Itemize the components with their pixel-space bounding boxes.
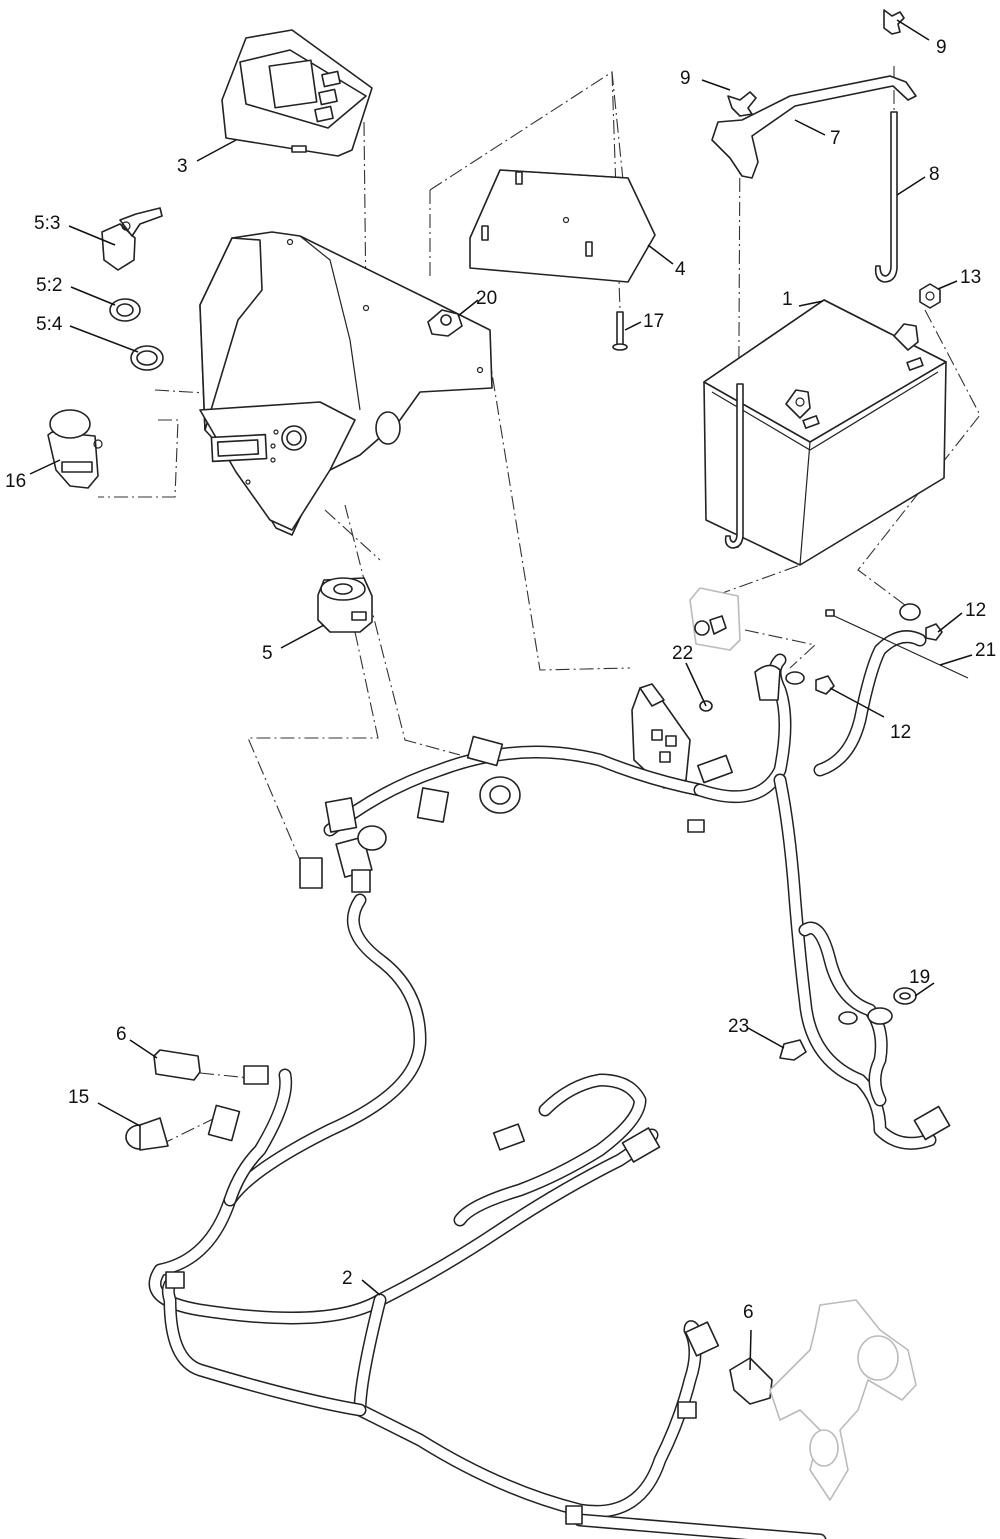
- washer-19: [893, 987, 917, 1005]
- cable-tie: [825, 609, 969, 679]
- callout-8: 8: [929, 164, 940, 185]
- callout-5-4: 5:4: [36, 314, 63, 335]
- callout-1: 1: [782, 289, 793, 310]
- ghost-solenoid: [689, 587, 741, 651]
- bolt-20: [427, 309, 463, 337]
- callout-9-top: 9: [936, 37, 947, 58]
- callout-23: 23: [728, 1016, 749, 1037]
- callout-labels: 1 2 3 4 5 5:2 5:3 5:4 6 6 7 8 9 9 12 12 …: [5, 37, 996, 1323]
- key-nut: [109, 298, 141, 322]
- wing-nut-top: [883, 9, 905, 35]
- ignition-key: [101, 207, 163, 271]
- clip-23: [779, 1039, 807, 1061]
- callout-12-upper: 12: [965, 600, 986, 621]
- relay-upper: [153, 1049, 201, 1081]
- bolt-12-upper: [925, 623, 943, 641]
- battery-cables: [754, 603, 921, 1025]
- callout-5: 5: [262, 643, 273, 664]
- fuse-block: [631, 683, 713, 789]
- callout-12-lower: 12: [890, 722, 911, 743]
- callout-20: 20: [476, 288, 497, 309]
- callout-13: 13: [960, 267, 981, 288]
- mounting-plate: [469, 169, 656, 283]
- callout-6-lower: 6: [743, 1302, 754, 1323]
- callout-5-2: 5:2: [36, 275, 62, 296]
- callout-2: 2: [342, 1268, 353, 1289]
- callout-19: 19: [909, 967, 930, 988]
- bolt-12-lower: [815, 675, 835, 695]
- screw-17: [612, 311, 628, 351]
- battery-rod: [724, 383, 744, 549]
- console-housing: [199, 231, 493, 536]
- switch-15: [125, 1117, 169, 1151]
- key-washer: [130, 345, 164, 371]
- j-bolt: [874, 111, 898, 283]
- callout-15: 15: [68, 1087, 89, 1108]
- battery: [703, 299, 947, 566]
- callout-21: 21: [975, 640, 996, 661]
- push-switch: [47, 409, 103, 489]
- ghost-bracket: [769, 1299, 917, 1501]
- callout-4: 4: [675, 259, 686, 280]
- leader-lines: [29, 19, 973, 1371]
- harness-connectors: [165, 735, 951, 1525]
- callout-3: 3: [177, 156, 188, 177]
- callout-7: 7: [830, 128, 841, 149]
- callout-6-upper: 6: [116, 1024, 127, 1045]
- battery-bracket: [711, 75, 917, 179]
- ignition-switch: [317, 577, 373, 633]
- display-module: [221, 29, 373, 157]
- callout-22: 22: [672, 643, 693, 664]
- callout-5-3: 5:3: [34, 213, 60, 234]
- callout-16: 16: [5, 471, 26, 492]
- callout-9-left: 9: [680, 68, 691, 89]
- sensor-lower: [729, 1357, 773, 1405]
- wing-nut-left: [727, 91, 757, 117]
- callout-17: 17: [643, 311, 664, 332]
- terminal-nut: [919, 283, 941, 309]
